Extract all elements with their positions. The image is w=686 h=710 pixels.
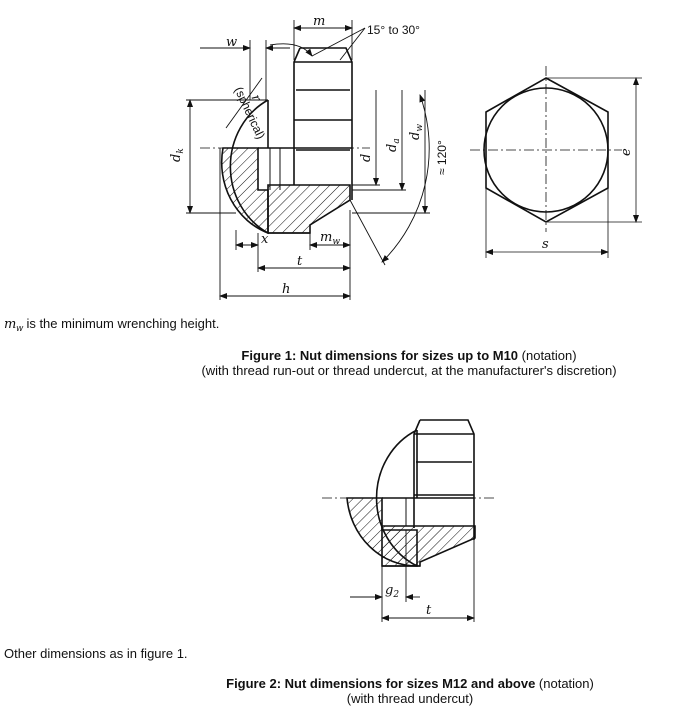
svg-text:e: e	[619, 148, 634, 156]
label-h: h	[282, 282, 290, 297]
svg-text:dw: dw	[408, 124, 425, 140]
label-dk: dk	[169, 148, 186, 162]
label-t: t	[297, 254, 303, 269]
label-angle: 15° to 30°	[367, 23, 420, 37]
svg-text:≈ 120°: ≈ 120°	[435, 140, 449, 175]
svg-text:dk: dk	[169, 148, 186, 162]
label-mw: mw	[320, 230, 340, 247]
label-s: s	[542, 237, 549, 252]
svg-text:d: d	[359, 154, 374, 162]
figure1-dimension-lines	[186, 20, 430, 300]
label-e: e	[619, 148, 634, 156]
label-g2: g2	[385, 583, 399, 600]
figure2-dimension-lines	[350, 530, 475, 622]
figure2-caption: Figure 2: Nut dimensions for sizes M12 a…	[226, 676, 594, 706]
label-dw: dw	[408, 124, 425, 140]
mw-note: mw is the minimum wrenching height.	[4, 316, 220, 333]
figure2-side-view	[346, 419, 476, 567]
label-d: d	[359, 154, 374, 162]
figure1-end-view-lines	[470, 66, 642, 258]
label-da: da	[385, 138, 402, 152]
other-dimensions-note: Other dimensions as in figure 1.	[4, 646, 188, 661]
label-approx120: ≈ 120°	[435, 140, 449, 175]
svg-text:da: da	[385, 138, 402, 152]
label-m: m	[313, 14, 325, 29]
label-t-fig2: t	[426, 603, 432, 618]
label-x: x	[261, 232, 269, 247]
figure1-caption: Figure 1: Nut dimensions for sizes up to…	[201, 348, 617, 378]
label-w: w	[226, 35, 237, 50]
figure1-side-view	[220, 47, 353, 235]
